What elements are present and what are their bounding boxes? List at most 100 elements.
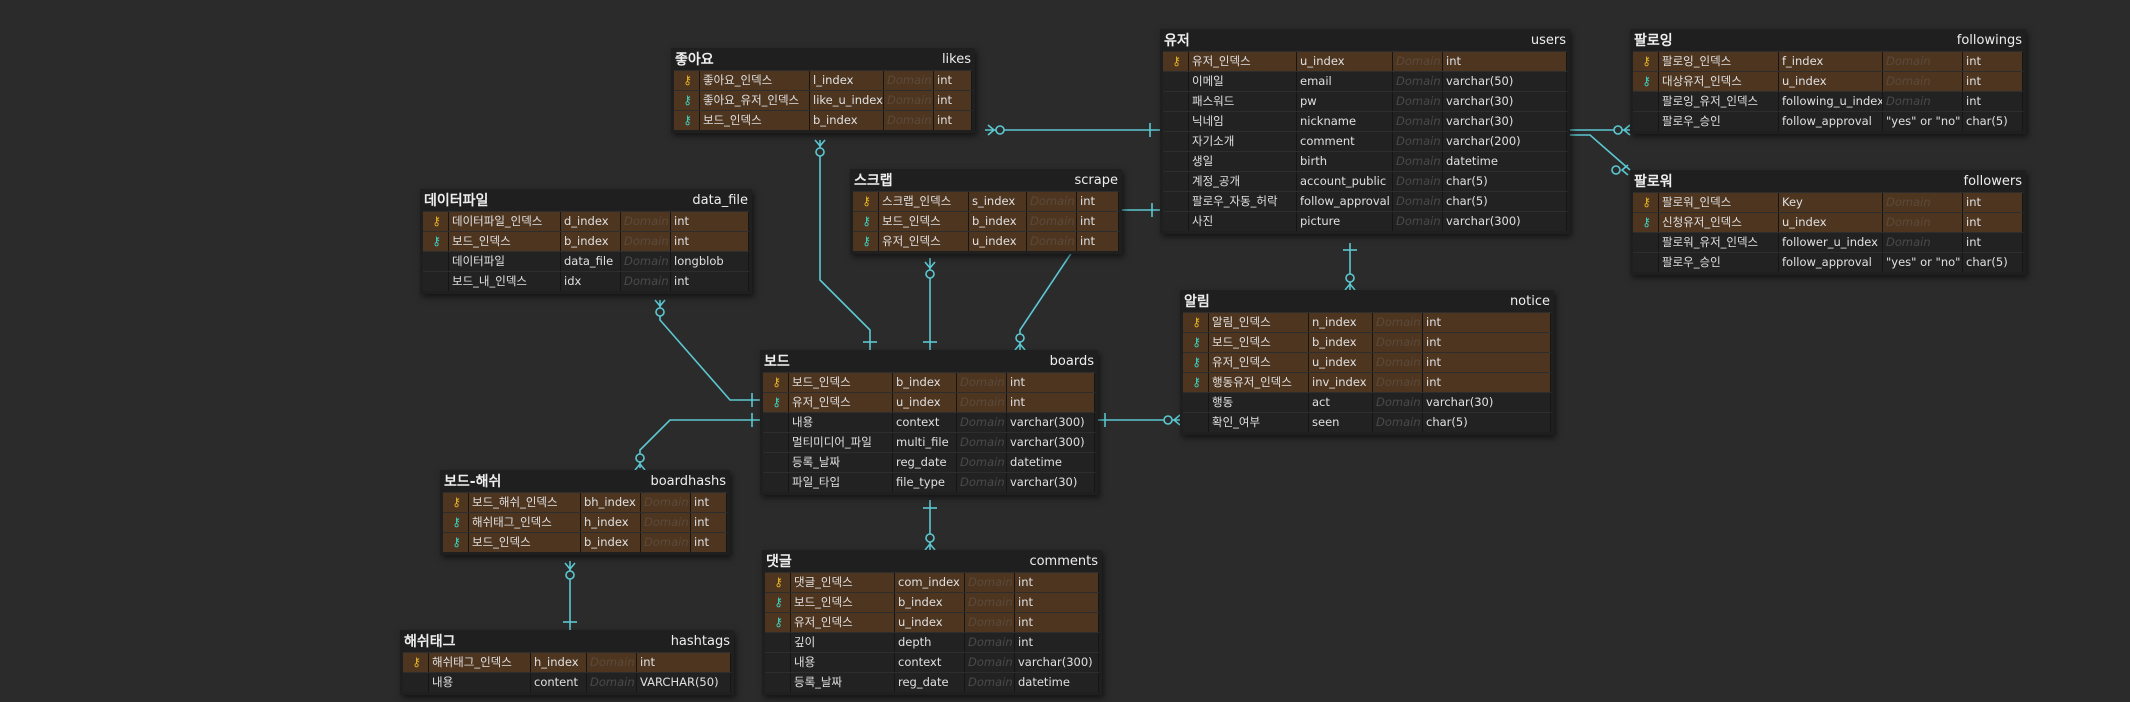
field-logical-name: 내용 <box>791 653 895 672</box>
field-key-cell <box>1633 253 1659 272</box>
field-domain: Domain <box>1373 373 1423 392</box>
field-domain: Domain <box>1883 193 1963 212</box>
crows-foot-marker <box>924 261 936 270</box>
field-domain: Domain <box>1373 313 1423 332</box>
field-domain: Domain <box>1393 112 1443 131</box>
field-domain: Domain <box>1373 333 1423 352</box>
field-domain: Domain <box>621 252 671 271</box>
field-type: int <box>934 71 972 90</box>
field-key-cell: ⚷ <box>1633 52 1659 71</box>
entity-title-en: hashtags <box>670 633 730 649</box>
field-key-cell: ⚷ <box>443 533 469 552</box>
field-physical-name: picture <box>1297 212 1393 231</box>
field-type: int <box>1443 52 1567 71</box>
field-logical-name: 보드_인덱스 <box>700 111 810 130</box>
field-key-cell: ⚷ <box>1183 313 1209 332</box>
field-physical-name: follow_approval <box>1779 112 1883 131</box>
field-type: varchar(30) <box>1423 393 1551 412</box>
field-type: int <box>1423 313 1551 332</box>
field-key-cell <box>1183 413 1209 432</box>
field-logical-name: 팔로우_승인 <box>1659 253 1779 272</box>
field-key-cell <box>1163 192 1189 211</box>
field-logical-name: 보드_인덱스 <box>449 232 561 251</box>
foreign-key-icon: ⚷ <box>774 615 783 629</box>
field-key-cell: ⚷ <box>1633 72 1659 91</box>
foreign-key-icon: ⚷ <box>432 234 441 248</box>
entity-title-en: likes <box>941 51 971 67</box>
